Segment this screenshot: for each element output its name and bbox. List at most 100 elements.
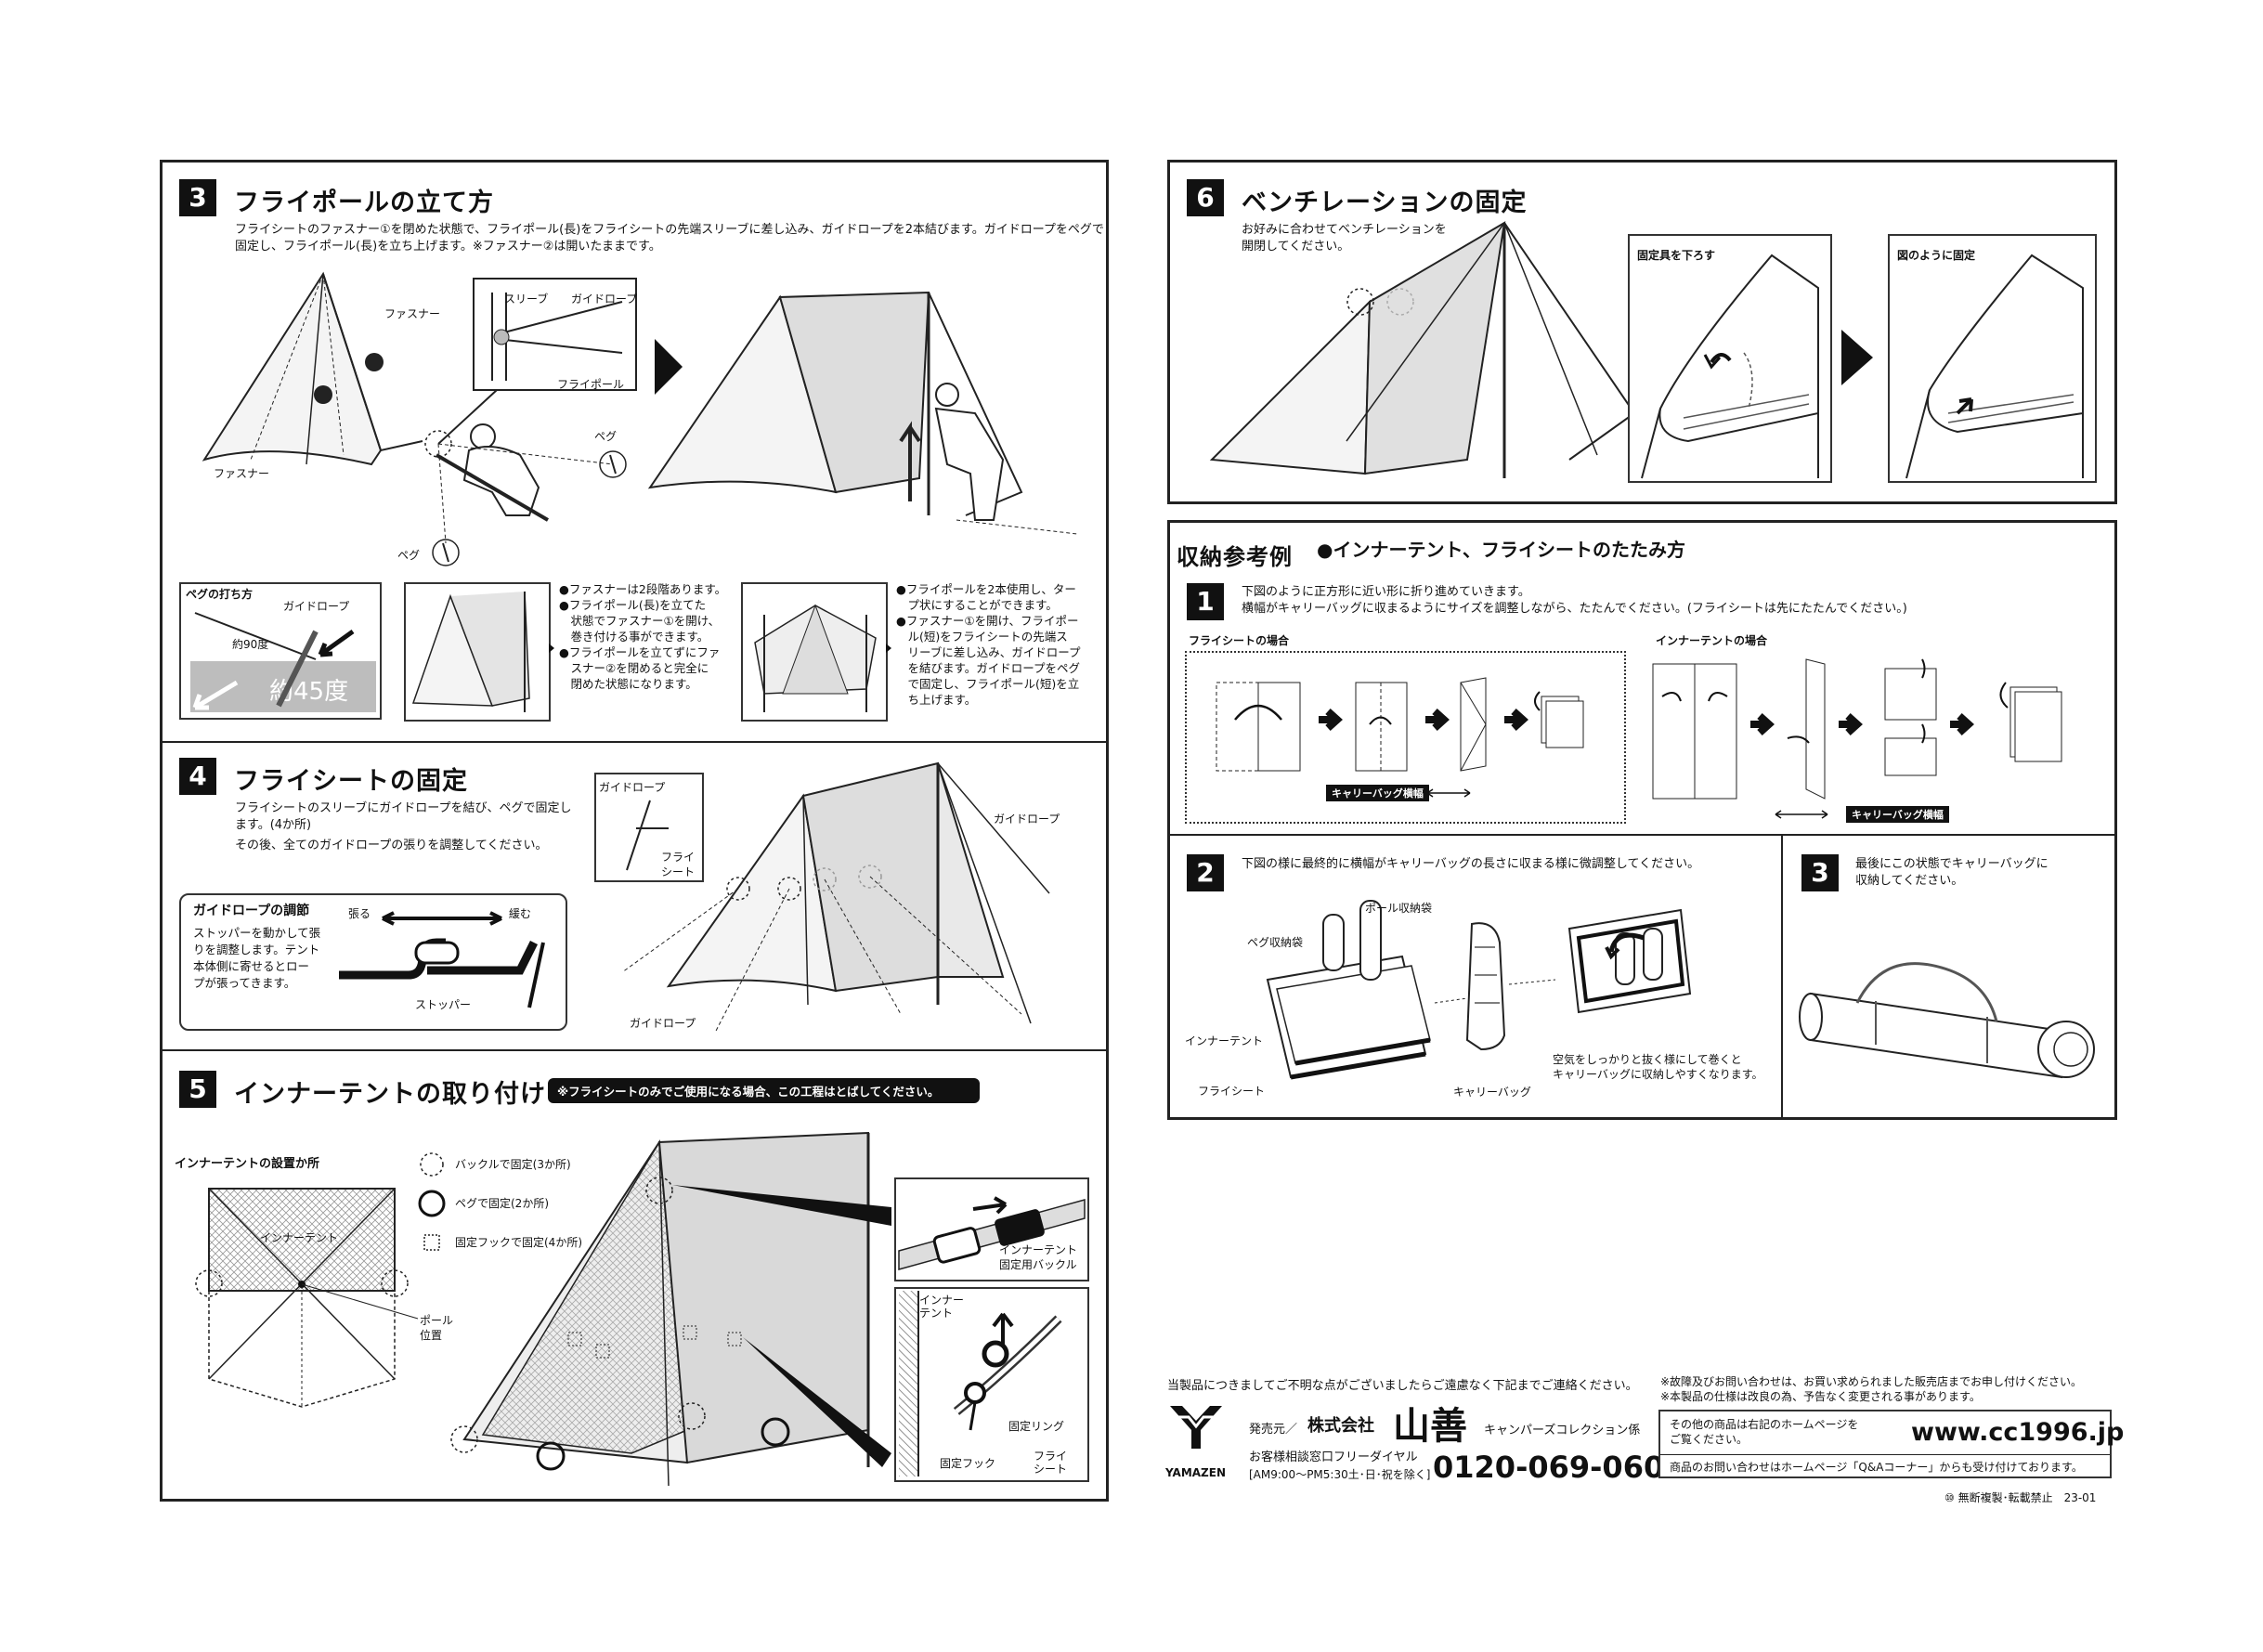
- hook-inset-ring: 固定リング: [1008, 1420, 1065, 1433]
- vent-step-a-illustration: [1641, 254, 1819, 479]
- company-label: 株式会社: [1307, 1416, 1374, 1436]
- label-sleeve: スリーブ: [504, 293, 549, 306]
- tarp-note-7: で固定し、フライポール(短)を立: [896, 677, 1080, 691]
- inner-fold-title: インナーテントの場合: [1656, 634, 1768, 647]
- tarp-note-5: リーブに差し込み、ガイドロープ: [896, 645, 1081, 659]
- label-fastener-top: ファスナー: [384, 307, 441, 320]
- section-3-title: フライポールの立て方: [234, 189, 494, 217]
- legend-symbols: [418, 1152, 446, 1251]
- zipper-note-3: 状態でファスナー①を開け、: [559, 614, 721, 628]
- carry-bag-illustration: [1799, 962, 2095, 1079]
- inner-tent-floor-diagram: [195, 1188, 419, 1408]
- label-peg-bag: ペグ収納袋: [1247, 936, 1304, 949]
- storage-subtitle: ●インナーテント、フライシートのたたみ方: [1317, 539, 1686, 561]
- tarp-note-6: を結びます。ガイドロープをペグ: [896, 661, 1081, 675]
- buckle-label-2: 固定用バックル: [999, 1258, 1077, 1271]
- website-text-1: その他の商品は右記のホームページを: [1670, 1418, 1859, 1431]
- zipper-note-5: ●フライポールを立てずにファ: [559, 645, 721, 659]
- section-6-desc-line1: お好みに合わせてベンチレーションを: [1242, 223, 1447, 237]
- guyrope-adjust-title: ガイドロープの調節: [193, 904, 310, 918]
- divider-4-5: [161, 1049, 1108, 1051]
- inset-fly-label-1: フライ: [661, 851, 696, 864]
- qa-text: 商品のお問い合わせはホームページ「Q&Aコーナー」からも受け付けております。: [1670, 1461, 2083, 1474]
- vent-step-b-title: 図のように固定: [1897, 249, 1976, 262]
- label-guyrope-inset: ガイドロープ: [571, 293, 638, 306]
- tarp-tent-illustration: [754, 604, 877, 712]
- yamazen-logo: [1170, 1406, 1222, 1449]
- guyrope-adjust-line-3: 本体側に寄せるとロー: [193, 959, 310, 973]
- fly-fold-title: フライシートの場合: [1189, 634, 1290, 647]
- packing-illustration: [1266, 900, 1692, 1080]
- notice-line-2: ※本製品の仕様は改良の為、予告なく変更される事があります。: [1660, 1390, 1981, 1403]
- roll-text-2: キャリーバッグに収納しやすくなります。: [1553, 1068, 1763, 1081]
- hook-inset-inner-2: テント: [919, 1307, 954, 1320]
- company-name: 山善: [1393, 1405, 1467, 1448]
- storage-step-3-number: 3: [1801, 854, 1839, 891]
- hotline-hours: [AM9:00〜PM5:30土･日･祝を除く]: [1249, 1468, 1431, 1481]
- label-fastener-bottom: ファスナー: [214, 467, 270, 480]
- section-5-number: 5: [179, 1071, 216, 1108]
- fly-carry-width-arrow: [1426, 788, 1471, 798]
- peg-angle-diagram: [192, 612, 355, 710]
- guyrope-adjust-line-1: ストッパーを動かして張: [193, 926, 321, 940]
- legend-buckle: バックルで固定(3か所): [455, 1158, 571, 1171]
- tarp-note-2: プ状にすることができます。: [896, 598, 1058, 612]
- storage-step-1-text-2: 横幅がキャリーバッグに収まるようにサイズを調整しながら、たたんでください。(フラ…: [1242, 602, 1907, 616]
- fly-fold-steps-box: [1185, 651, 1626, 824]
- notice-line-1: ※故障及びお問い合わせは、お買い求められました販売店までお申し付けください。: [1660, 1375, 2083, 1388]
- hook-inset-hook: 固定フック: [940, 1457, 996, 1470]
- tarp-note-3: ●ファスナー①を開け、フライポー: [896, 614, 1079, 628]
- section-3-number: 3: [179, 179, 216, 216]
- division-name: キャンパーズコレクション係: [1484, 1424, 1641, 1437]
- divider-3-4: [161, 741, 1108, 743]
- website-text-2: ご覧ください。: [1670, 1433, 1749, 1446]
- hook-inset-inner-1: インナー: [919, 1294, 965, 1307]
- website-box: [1658, 1410, 2112, 1478]
- label-inner-tent: インナーテント: [1185, 1034, 1264, 1047]
- section-3-desc-line1: フライシートのファスナー①を閉めた状態で、フライポール(長)をフライシートの先端…: [235, 223, 1104, 237]
- section-4-desc-line3: その後、全てのガイドロープの張りを調整してください。: [235, 839, 548, 852]
- zipper-note-7: 閉めた状態になります。: [559, 677, 697, 691]
- section-6-title: ベンチレーションの固定: [1242, 189, 1528, 217]
- section-5-warning: ※フライシートのみでご使用になる場合、この工程はとばしてください。: [548, 1078, 980, 1103]
- label-stopper: ストッパー: [415, 998, 472, 1011]
- storage-step-1-number: 1: [1187, 583, 1224, 620]
- label-peg-bottom: ペグ: [397, 549, 421, 562]
- section-4-number: 4: [179, 758, 216, 795]
- peg-guyrope-label: ガイドロープ: [283, 600, 350, 613]
- copyright: ⑩ 無断複製･転載禁止 23-01: [1944, 1491, 2097, 1504]
- vent-step-arrow: [1841, 330, 1873, 385]
- tarp-note-1: ●フライポールを2本使用し、ター: [896, 582, 1076, 596]
- section-6-number: 6: [1187, 179, 1224, 216]
- storage-step-2-text: 下図の様に最終的に横幅がキャリーバッグの長さに収まる様に微調整してください。: [1242, 857, 1700, 871]
- storage-step-3-text-2: 収納してください。: [1855, 874, 1964, 888]
- stopper-diagram: [339, 911, 545, 1008]
- hook-inset-fly-1: フライ: [1034, 1450, 1068, 1463]
- tarp-note-8: ち上げます。: [896, 693, 977, 707]
- label-carry-bag: キャリーバッグ: [1453, 1086, 1531, 1099]
- inset-fly-label-2: シート: [661, 865, 696, 878]
- fly-carry-width-tag: キャリーバッグ横幅: [1326, 785, 1429, 801]
- legend-peg: ペグで固定(2か所): [455, 1197, 549, 1210]
- zipper-notes: ●ファスナーは2段階あります。 ●フライポール(長)を立てた 状態でファスナー①…: [559, 581, 726, 692]
- phone-number: 0120-069-060: [1433, 1450, 1665, 1485]
- buckle-label-1: インナーテント: [999, 1243, 1078, 1256]
- zipper-note-1: ●ファスナーは2段階あります。: [559, 582, 727, 596]
- peg-90-label: 約90度: [232, 638, 269, 651]
- floor-label-pole-1: ポール: [420, 1314, 454, 1327]
- vent-step-a-title: 固定具を下ろす: [1637, 249, 1716, 262]
- website-url[interactable]: www.cc1996.jp: [1911, 1418, 2125, 1447]
- label-guyrope-right: ガイドロープ: [994, 813, 1060, 826]
- section-4-desc-line2: ます。(4か所): [235, 818, 312, 832]
- inner-carry-width-tag: キャリーバッグ横幅: [1846, 806, 1949, 823]
- brand-name: YAMAZEN: [1165, 1466, 1226, 1479]
- label-fly-sheet: フライシート: [1198, 1085, 1266, 1098]
- hook-inset-fly-2: シート: [1034, 1463, 1068, 1476]
- guyrope-adjust-box: [179, 893, 567, 1031]
- ventilation-tent-illustration: [1209, 221, 1636, 478]
- inner-carry-width-arrow: [1775, 810, 1828, 819]
- section-3-desc-line2: 固定し、フライポール(長)を立ち上げます。※ファスナー②は開いたままです。: [235, 240, 661, 254]
- vent-step-b-illustration: [1905, 254, 2084, 479]
- guyrope-adjust-text: ストッパーを動かして張 りを調整します。テント 本体側に寄せるとロー プが張って…: [193, 925, 320, 992]
- floor-label-pole-2: 位置: [420, 1329, 443, 1342]
